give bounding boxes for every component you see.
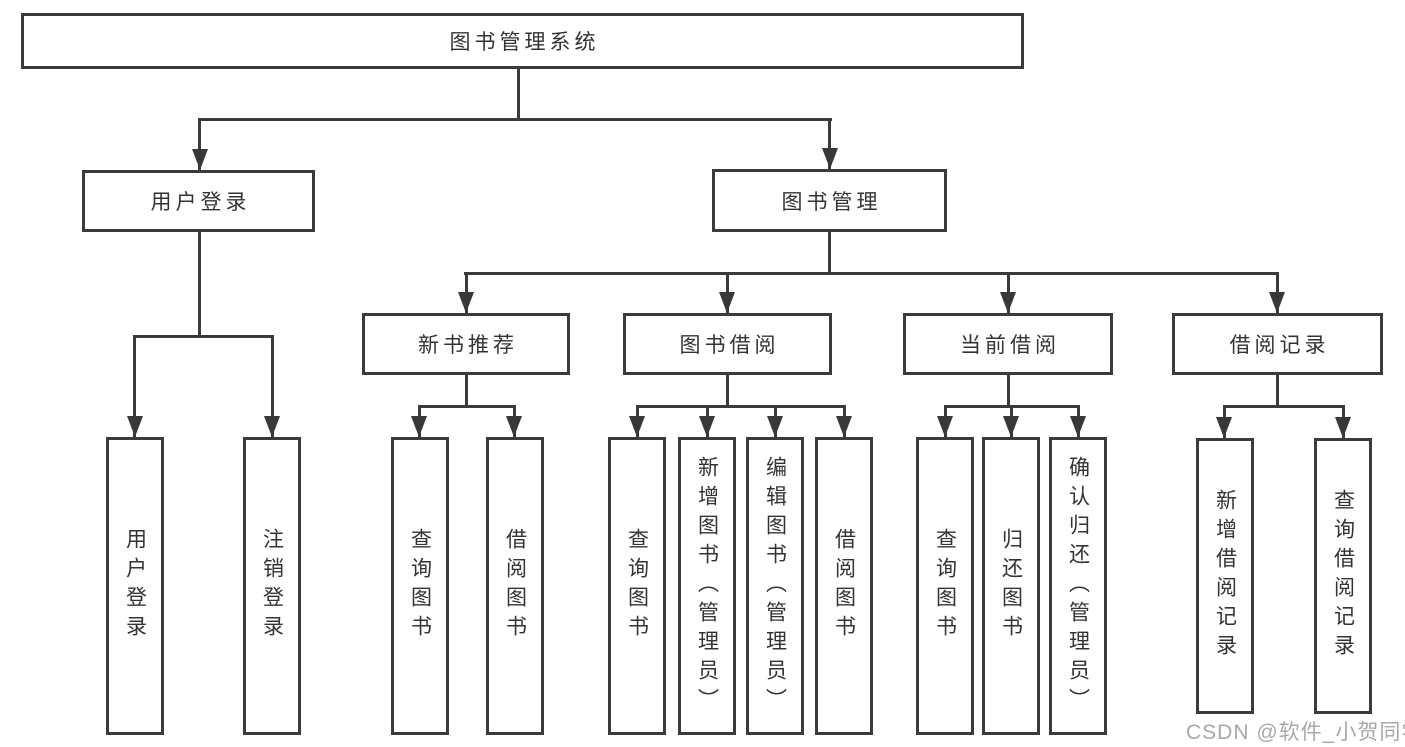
connector-book-management-branch (464, 272, 1278, 275)
connector-book-management-stem (828, 232, 831, 272)
connector-new-book-stem (464, 375, 468, 405)
node-leaf-query-book-1: 查询图书 (391, 437, 449, 735)
node-book-management-label: 图书管理 (781, 190, 882, 214)
connector-root-stem (517, 68, 520, 118)
connector-borrow-records-branch (1223, 405, 1344, 408)
arrowhead-b2-3 (766, 416, 783, 437)
node-leaf-query-book-1-label: 查询图书 (408, 528, 432, 644)
node-root: 图书管理系统 (21, 13, 1024, 69)
node-leaf-borrow-book-2: 借阅图书 (815, 437, 873, 735)
arrowhead-leaf-logout (263, 416, 280, 437)
node-leaf-logout: 注销登录 (243, 437, 301, 735)
node-leaf-query-book-3-label: 查询图书 (933, 528, 957, 644)
node-leaf-add-book-admin-label: 新增图书（管理员） (695, 455, 719, 717)
connector-new-book-branch (418, 405, 516, 408)
node-leaf-return-book-label: 归还图书 (999, 528, 1023, 644)
arrowhead-b4-1 (1216, 417, 1232, 438)
node-current-borrow-label: 当前借阅 (960, 334, 1060, 357)
node-book-borrow: 图书借阅 (623, 313, 832, 375)
arrowhead-leaf-user-login (126, 416, 143, 437)
node-leaf-add-borrow-record-label: 新增借阅记录 (1213, 489, 1237, 663)
node-book-management: 图书管理 (712, 169, 947, 232)
node-leaf-add-borrow-record: 新增借阅记录 (1196, 438, 1254, 714)
connector-book-borrow-stem (725, 375, 729, 405)
node-leaf-confirm-return-admin: 确认归还（管理员） (1049, 437, 1107, 735)
arrowhead-user-login (191, 149, 208, 170)
arrowhead-book-management (821, 148, 838, 169)
node-leaf-borrow-book-2-label: 借阅图书 (832, 528, 856, 644)
connector-drop-leaf-user-login (133, 335, 136, 437)
connector-drop-user-login (198, 118, 201, 170)
node-leaf-query-borrow-record-label: 查询借阅记录 (1331, 489, 1355, 663)
arrowhead-b2-4 (835, 416, 852, 437)
connector-drop-leaf-logout (270, 335, 274, 437)
node-leaf-logout-label: 注销登录 (260, 528, 284, 644)
node-borrow-records-label: 借阅记录 (1229, 334, 1330, 357)
arrowhead-b2-1 (628, 416, 645, 437)
connector-root-branch (198, 118, 832, 121)
node-leaf-query-book-2-label: 查询图书 (625, 528, 649, 644)
arrowhead-new-book (457, 292, 474, 313)
node-leaf-return-book: 归还图书 (982, 437, 1040, 735)
node-current-borrow: 当前借阅 (903, 313, 1113, 375)
arrowhead-b3-2 (1002, 416, 1019, 437)
node-leaf-edit-book-admin: 编辑图书（管理员） (746, 437, 804, 735)
connector-borrow-records-stem (1275, 375, 1279, 405)
node-leaf-borrow-book-1-label: 借阅图书 (503, 528, 527, 644)
csdn-watermark: CSDN @软件_小贺同学 (1186, 721, 1405, 744)
connector-book-borrow-branch (635, 405, 846, 408)
node-leaf-user-login: 用户登录 (106, 437, 164, 735)
node-leaf-user-login-label: 用户登录 (123, 528, 147, 644)
node-book-borrow-label: 图书借阅 (679, 334, 780, 357)
connector-drop-book-management (828, 118, 831, 169)
node-leaf-edit-book-admin-label: 编辑图书（管理员） (763, 455, 787, 717)
node-leaf-query-borrow-record: 查询借阅记录 (1314, 438, 1372, 714)
node-new-book-recommend: 新书推荐 (362, 313, 570, 375)
arrowhead-b3-1 (936, 416, 953, 437)
node-borrow-records: 借阅记录 (1172, 313, 1383, 375)
arrowhead-b1-1 (411, 416, 427, 437)
connector-user-login-stem (198, 232, 201, 335)
arrowhead-current-borrow (999, 292, 1016, 313)
node-user-login-label: 用户登录 (150, 191, 251, 214)
arrowhead-book-borrow (718, 292, 735, 313)
node-root-label: 图书管理系统 (449, 31, 600, 54)
node-leaf-borrow-book-1: 借阅图书 (486, 437, 544, 735)
node-leaf-query-book-2: 查询图书 (608, 437, 666, 735)
node-user-login: 用户登录 (82, 170, 315, 232)
node-leaf-query-book-3: 查询图书 (916, 437, 974, 735)
arrowhead-borrow-records (1268, 292, 1285, 313)
connector-user-login-branch (133, 335, 273, 338)
arrowhead-b1-2 (506, 416, 522, 437)
arrowhead-b4-2 (1334, 417, 1351, 438)
connector-current-borrow-stem (1006, 375, 1010, 405)
node-new-book-recommend-label: 新书推荐 (418, 334, 518, 357)
arrowhead-b2-2 (698, 416, 715, 437)
node-leaf-add-book-admin: 新增图书（管理员） (678, 437, 736, 735)
arrowhead-b3-3 (1069, 416, 1086, 437)
node-leaf-confirm-return-admin-label: 确认归还（管理员） (1066, 455, 1090, 717)
